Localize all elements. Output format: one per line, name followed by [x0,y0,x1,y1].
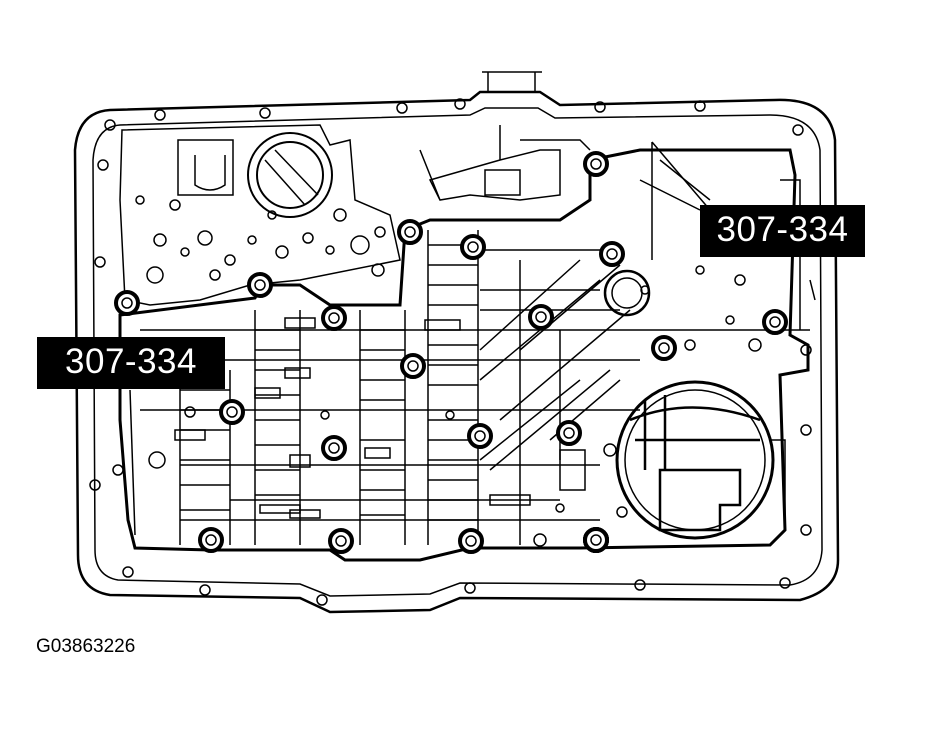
right-edge-detail [770,179,816,530]
bolt-icon [467,423,493,449]
bolt-icon [321,435,347,461]
piston-left [194,155,226,191]
case-outline [73,90,840,614]
bolt-icon [198,527,224,553]
valve-body-plate [118,148,810,562]
fluid-channels [140,249,810,521]
bolt-icon [400,353,426,379]
figure-id-label: G03863226 [36,636,136,657]
bolt-icon [583,151,609,177]
accumulator-bore-inner [256,141,324,209]
bolt-icon [247,272,273,298]
valve-bores [179,230,561,545]
bolt-icon [114,290,140,316]
accumulator-bore [247,132,333,218]
bolt-icon [762,309,788,335]
bore-left [177,139,234,196]
upper-plate [119,124,401,306]
servo-piston [629,395,761,532]
bolt-icon [321,305,347,331]
flange-holes [89,98,812,606]
bolt-icon [556,420,582,446]
bolt-icon [328,528,354,554]
bolt-icon [599,241,625,267]
callout-label-left: 307-334 [37,337,225,389]
bolt-icon [583,527,609,553]
pressure-port-inner [611,277,643,309]
bolt-icon [458,528,484,554]
manual-valve-linkage [419,125,591,201]
grid-holes [112,265,762,547]
bolt-icon [651,335,677,361]
bolt-icon [528,304,554,330]
bolt-icon [219,399,245,425]
pressure-port [603,269,651,317]
upper-plate-holes [135,195,386,284]
top-neck [482,71,542,92]
bolt-icon [460,234,486,260]
bolt-layer [114,151,788,554]
accumulator-hatch [264,149,319,206]
callout-label-right: 307-334 [700,205,865,257]
diagonal-channels [479,159,711,471]
bolt-icon [397,219,423,245]
leader-right [651,141,711,260]
leader-left [129,389,136,536]
servo-bore [615,380,775,540]
